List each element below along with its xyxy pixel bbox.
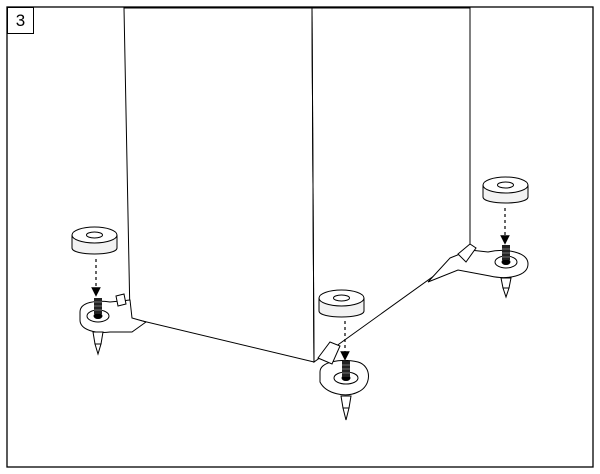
isolation-disk-front — [318, 289, 365, 318]
step-number-badge: 3 — [7, 7, 34, 34]
isolation-disk-left — [71, 226, 118, 255]
speaker-cabinet — [123, 7, 471, 363]
isolation-disk-right — [482, 176, 529, 204]
threaded-spike-left — [94, 298, 102, 314]
figure-frame — [6, 6, 594, 468]
foot-bracket-front — [317, 341, 369, 421]
threaded-spike-front — [342, 361, 350, 377]
step-number: 3 — [15, 10, 26, 30]
threaded-spike-right — [502, 245, 510, 260]
